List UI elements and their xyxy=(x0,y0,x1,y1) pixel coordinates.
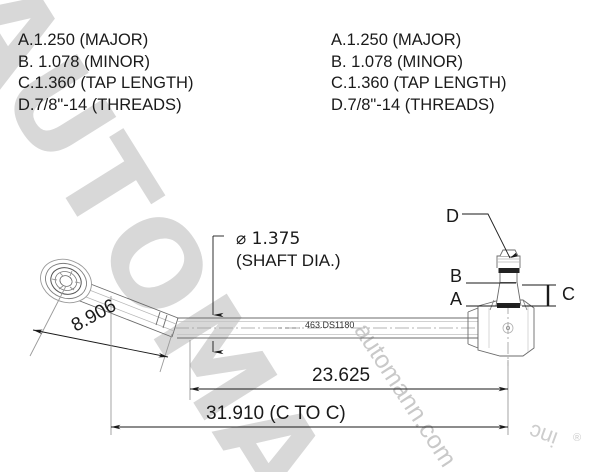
spec-left-line-a: A.1.250 (MAJOR) xyxy=(18,31,149,49)
shaft-diameter-note: (SHAFT DIA.) xyxy=(236,251,341,270)
spec-notes-left: A.1.250 (MAJOR) B. 1.078 (MINOR) C.1.360… xyxy=(18,30,193,116)
spec-right-line-a: A.1.250 (MAJOR) xyxy=(331,31,462,49)
spec-left-line-c: C.1.360 (TAP LENGTH) xyxy=(18,74,194,92)
left-socket-eye xyxy=(40,258,92,304)
callout-d-leader xyxy=(462,213,518,259)
dimension-31910-label: 31.910 (C TO C) xyxy=(206,403,346,424)
spec-right-line-c: C.1.360 (TAP LENGTH) xyxy=(331,74,507,92)
center-shaft xyxy=(177,317,497,339)
spec-left-line-b: B. 1.078 (MINOR) xyxy=(18,52,151,71)
dimension-23625-label: 23.625 xyxy=(312,365,371,386)
spec-right-line-b: B. 1.078 (MINOR) xyxy=(331,52,464,71)
dim-8906 xyxy=(29,285,173,373)
callout-b-label: B xyxy=(450,266,463,286)
spec-notes-right: A.1.250 (MAJOR) B. 1.078 (MINOR) C.1.360… xyxy=(331,30,506,116)
right-ball-joint-housing xyxy=(467,299,535,357)
callout-c-label: C xyxy=(562,284,575,304)
shaft-diameter-label: ⌀ 1.375 (SHAFT DIA.) xyxy=(236,229,341,271)
part-number-label: 463.DS1180 xyxy=(305,320,355,330)
callout-a-label: A xyxy=(450,289,463,309)
joint-side-flanges xyxy=(489,299,528,311)
callout-d-label: D xyxy=(446,206,459,226)
tapered-stud xyxy=(495,249,522,308)
spec-right-line-d: D.7/8"-14 (THREADS) xyxy=(331,95,495,114)
spec-left-line-d: D.7/8"-14 (THREADS) xyxy=(18,95,182,114)
arm-collar xyxy=(155,311,168,329)
callout-c-dimension xyxy=(522,284,556,307)
dim-shaft-diameter xyxy=(212,235,224,355)
shaft-diameter-value: ⌀ 1.375 xyxy=(236,229,301,249)
